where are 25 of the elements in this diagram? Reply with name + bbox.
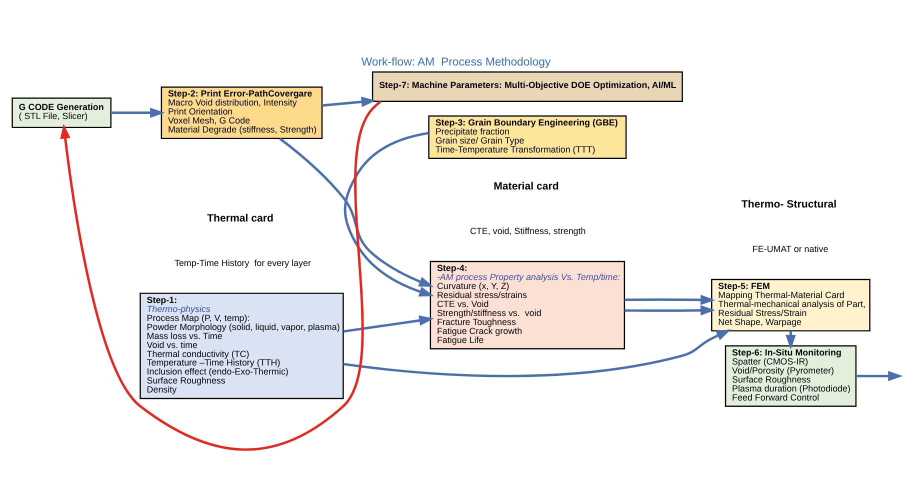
arrow (624, 304, 716, 316)
node-box: Step-3: Grain Boundary Engineering (GBE) Precipitate fraction Grain size/ Grain Type Time-Temperature Transformation (TTT) (428, 114, 627, 159)
diagram-title: Work-flow: AM Process Methodology (361, 56, 551, 68)
arrow (344, 131, 434, 296)
node-box: Step-7: Machine Parameters: Multi-Objective DOE Optimization, AI/ML (372, 70, 683, 102)
arrow (60, 100, 382, 450)
arrow (624, 294, 716, 305)
label: Temp-Time History for every layer (174, 257, 311, 268)
arrow (279, 137, 434, 286)
arrow (110, 107, 165, 118)
arrow (856, 370, 903, 381)
node-box: Step-1: Thermo-physics Process Map (P, V, temp): Powder Morphology (solid, liquid, vapor, plasma) Mass loss vs. Time Void vs. time Thermal conductivity (TC) Temperature –Time History (TTH) Inclusion effect (endo-Exo-Thermic) Surface Roughness Density (140, 292, 344, 399)
label: FE-UMAT or native (752, 243, 828, 254)
arrow (343, 314, 434, 332)
node-box: Step-5: FEM Mapping Thermal-Material Card Thermal-mechanical analysis of Part, Residual Stress/Strain Net Shape, Warpage (711, 278, 870, 331)
arrow (343, 328, 731, 377)
label: Thermo- Structural (741, 198, 837, 210)
arrow (322, 96, 376, 106)
node-box: G CODE Generation ( STL File, Slicer) (12, 96, 112, 128)
node-box: Step-2: Print Error-PathCovergare Macro Void distribution, Intensity Print Orientation Voxel Mesh, G Code Material Degrade (stiffness, Strength) (160, 86, 323, 139)
label: Thermal card (207, 212, 274, 224)
node-box: Step-4: -AM process Property analysis Vs. Temp/time: Curvature (x, Y, Z) Residual stress/strains CTE vs. Void Strength/stiffness vs. void Fracture Toughness Fatigue Crack growth Fatigue Life (430, 260, 626, 349)
node-box: Step-6: In-Situ Monitoring Spatter (CMOS-IR) Void/Porosity (Pyrometer) Surface Roughness Plasma duration (Photodiode) Feed Forward Control (724, 344, 857, 406)
label: Material card (494, 180, 559, 192)
label: CTE, void, Stiffness, strength (470, 226, 586, 236)
